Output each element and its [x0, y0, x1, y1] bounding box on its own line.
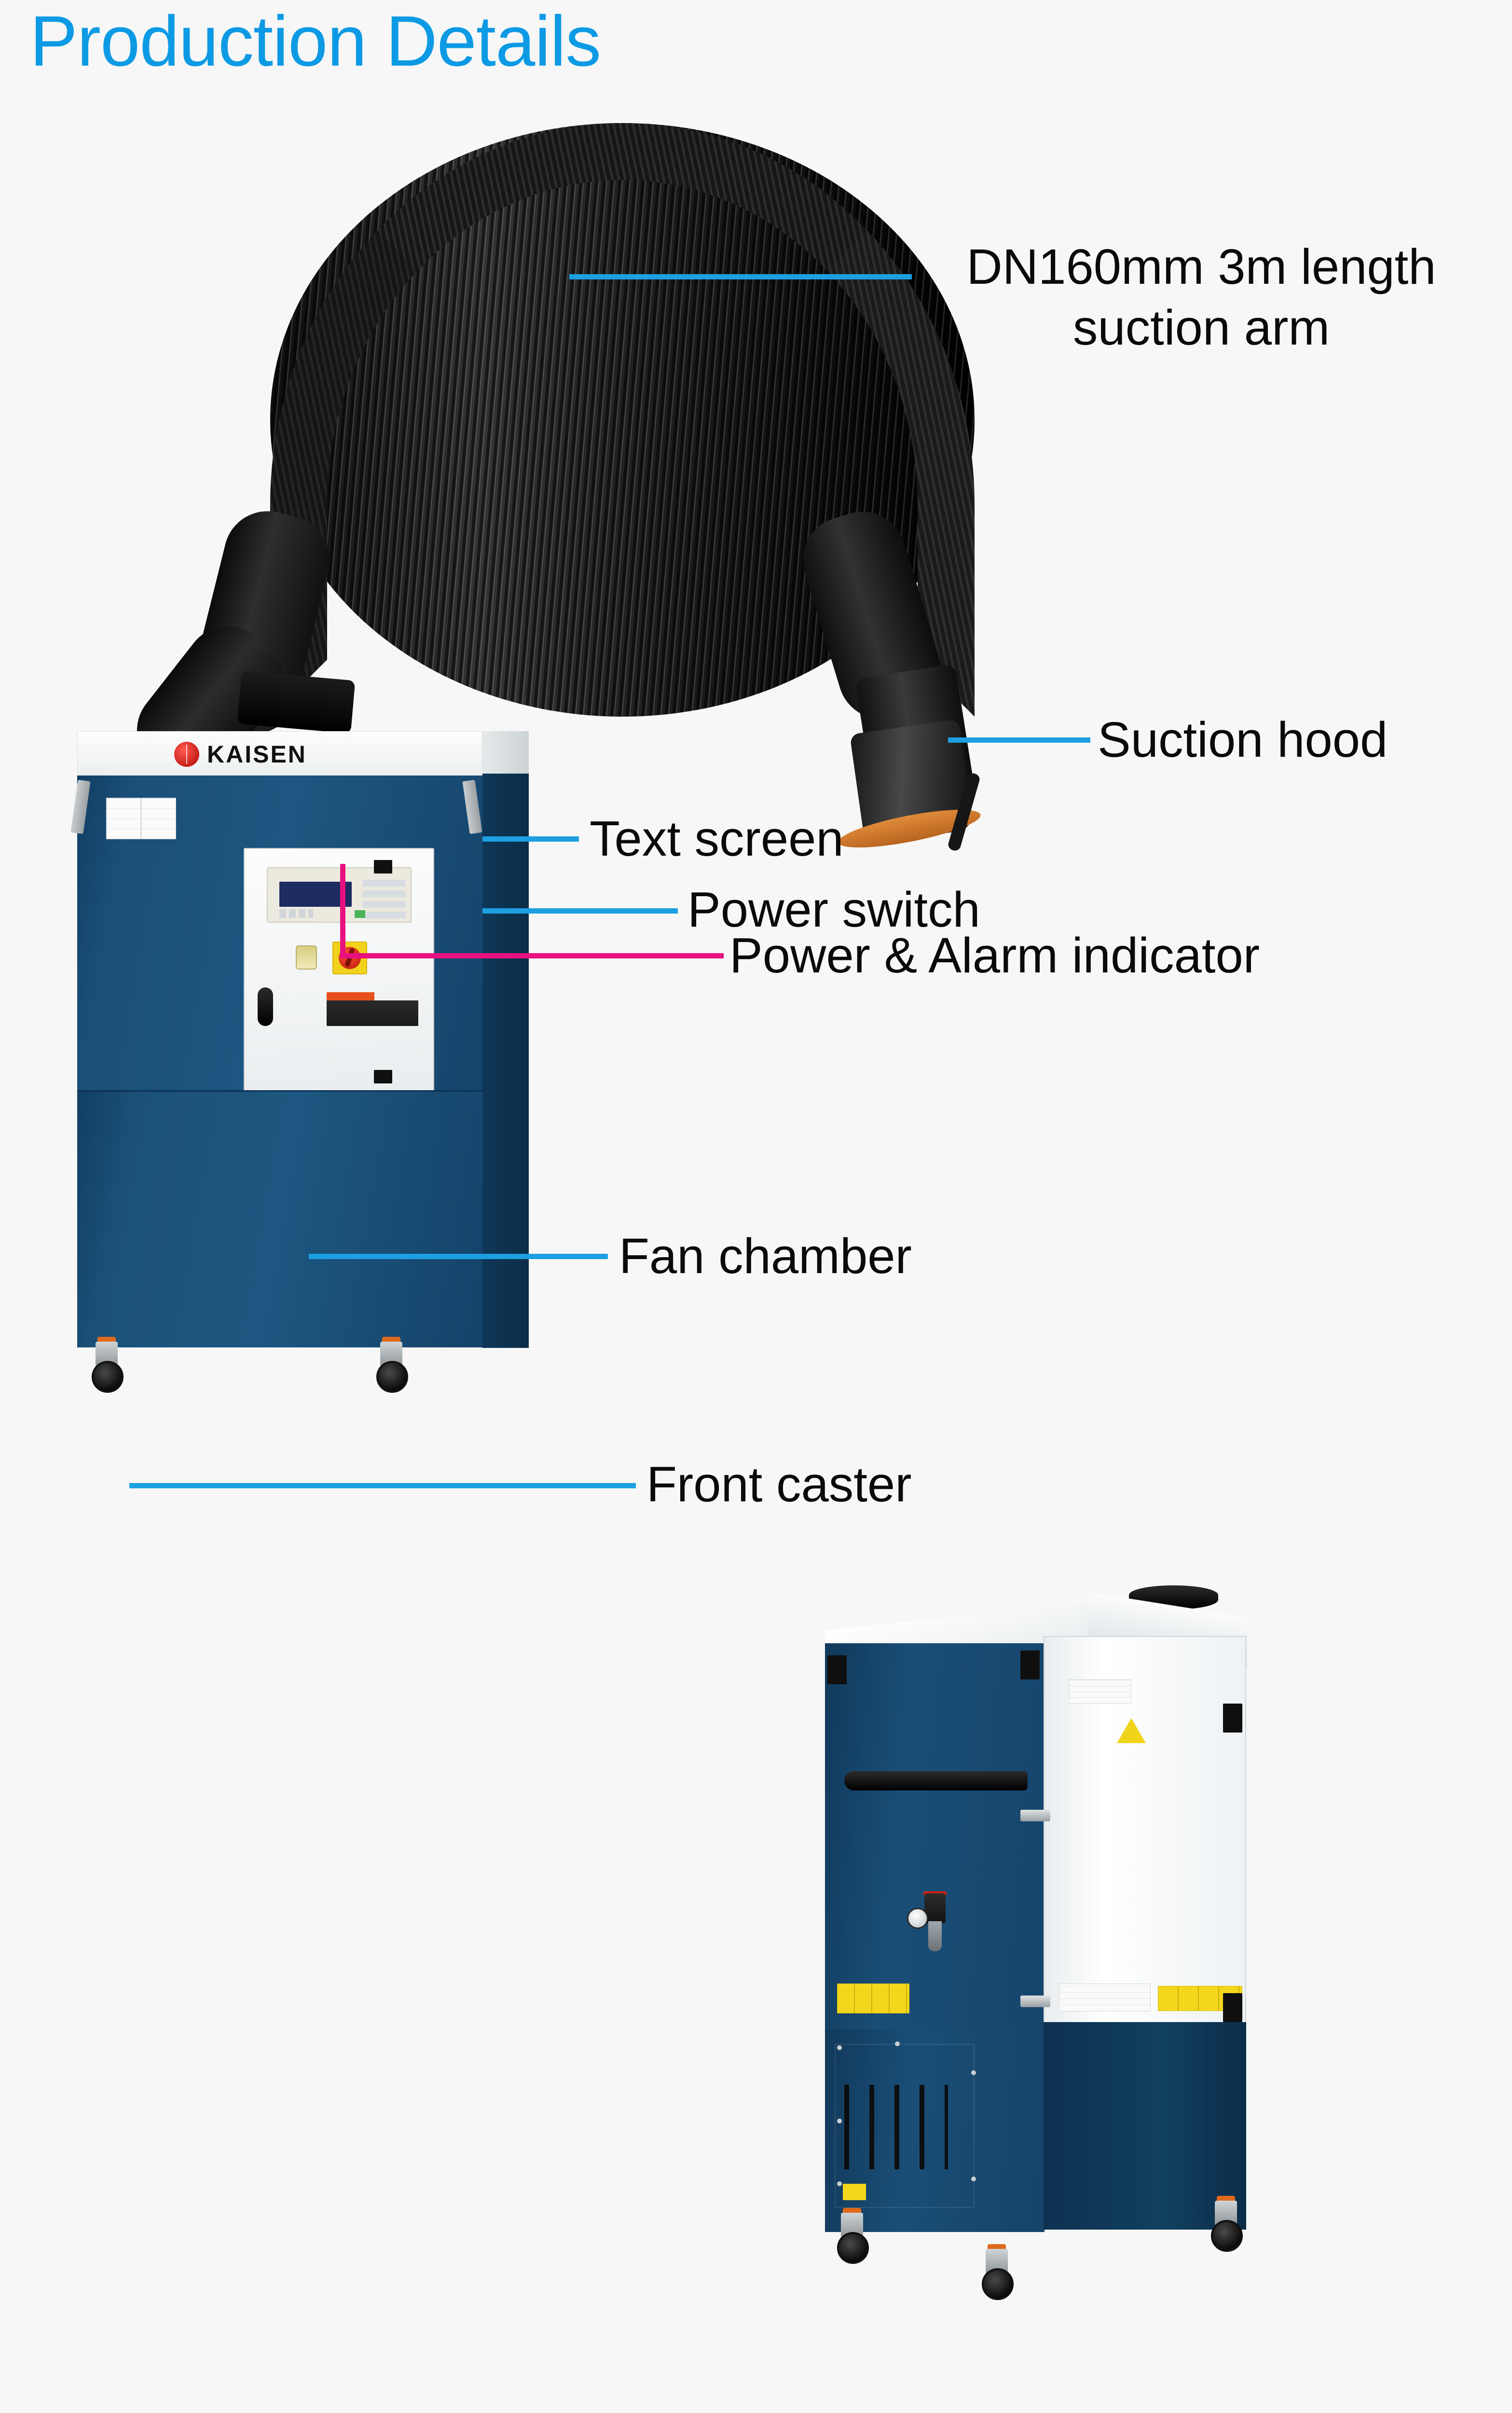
- section-front-view: KAISEN: [0, 0, 1512, 1568]
- outlet-chamber-side: [1044, 2022, 1246, 2230]
- leader-line-text-screen: [482, 836, 579, 842]
- note-sticker: [327, 992, 418, 1026]
- body-seam: [77, 1090, 482, 1093]
- leader-line-power-alarm-vertical: [340, 864, 345, 956]
- globe-icon: [174, 742, 199, 767]
- door-latch-bottom[interactable]: [1020, 1996, 1050, 2007]
- kaisen-logo: KAISEN: [174, 740, 307, 768]
- callout-power-alarm-indicator: Power & Alarm indicator: [729, 928, 1260, 983]
- door-hinge-bottom: [374, 1070, 392, 1083]
- lift-bracket-right: [462, 779, 482, 834]
- fume-extractor-side-unit: [798, 1559, 1329, 2300]
- callout-suction-arm-line1: DN160mm 3m length: [966, 239, 1436, 294]
- leader-line-suction-hood: [948, 737, 1090, 743]
- fume-extractor-front-unit: KAISEN: [70, 731, 531, 1532]
- unit-upper-body: [70, 776, 482, 1111]
- leader-line-front-caster: [129, 1483, 636, 1488]
- callout-suction-hood: Suction hood: [1098, 712, 1388, 767]
- door-instruction-sticker: [1069, 1679, 1131, 1704]
- push-handle-bar[interactable]: [844, 1771, 1028, 1790]
- leader-line-suction-arm: [569, 274, 912, 279]
- page-title: Production Details: [30, 1, 601, 81]
- outlet-access-panel: [835, 2044, 975, 2208]
- unit-right-side-panel: [482, 774, 529, 1348]
- power-alarm-indicator-light: [296, 945, 317, 970]
- warning-triangle-icon: [1117, 1718, 1146, 1743]
- unit-top-right-edge: [482, 731, 529, 775]
- lift-bracket-left: [70, 779, 91, 834]
- outlet-yellow-sticker: [843, 2184, 866, 2200]
- suction-arm-base-collar: [237, 670, 356, 734]
- leader-line-power-alarm-horizontal: [340, 953, 724, 958]
- callout-fan-chamber: Fan chamber: [619, 1228, 912, 1284]
- side-hinge-top-right: [1223, 1704, 1242, 1733]
- leader-line-power-switch: [482, 908, 678, 914]
- side-hinge-top-left: [827, 1655, 847, 1684]
- side-yellow-sticker: [837, 1983, 909, 2013]
- brand-name: KAISEN: [207, 741, 307, 768]
- hmi-display: [279, 882, 352, 907]
- callout-suction-arm: DN160mm 3m length suction arm: [924, 236, 1479, 358]
- door-handle[interactable]: [258, 987, 273, 1026]
- leader-line-fan-chamber: [309, 1254, 608, 1259]
- callout-suction-arm-line2: suction arm: [1072, 299, 1330, 355]
- callout-front-caster: Front caster: [646, 1456, 912, 1512]
- control-panel-door: [244, 848, 434, 1111]
- outlet-louvers: [844, 2085, 948, 2169]
- hmi-arrow-keys[interactable]: [279, 909, 313, 918]
- door-hinge-top: [374, 860, 392, 874]
- section-side-view: Push handle Gauge Filter chamber Oulet B…: [0, 1544, 1512, 2413]
- unit-top-panel: KAISEN: [77, 731, 482, 776]
- hmi-enter-key[interactable]: [355, 910, 365, 918]
- filter-chamber-front: [825, 1643, 1045, 2029]
- door-latch-top[interactable]: [1020, 1810, 1050, 1821]
- side-hinge-top-mid: [1020, 1650, 1040, 1679]
- pressure-gauge-regulator: [907, 1889, 947, 1962]
- door-bottom-sticker: [1059, 1983, 1151, 2011]
- callout-power-switch: Power switch: [687, 882, 980, 937]
- hmi-keypad[interactable]: [362, 876, 406, 918]
- hmi-text-screen[interactable]: [267, 867, 412, 923]
- fan-chamber-body: [77, 1092, 482, 1347]
- side-hinge-bottom-right: [1223, 1993, 1242, 2022]
- warning-sticker: [106, 798, 176, 839]
- callout-text-screen: Text screen: [590, 811, 844, 866]
